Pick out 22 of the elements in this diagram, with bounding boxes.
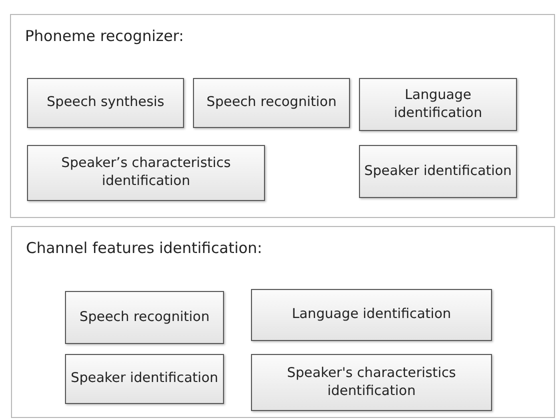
- box-label: Speech synthesis: [46, 94, 164, 112]
- panel-heading: Phoneme recognizer:: [25, 27, 184, 45]
- process-box: [359, 78, 517, 131]
- box-label: Speaker identification: [364, 162, 512, 180]
- box-label: Speech recognition: [206, 94, 336, 112]
- process-box: [65, 291, 224, 344]
- process-box: [193, 78, 350, 128]
- panel-heading: Channel features identification:: [26, 239, 262, 257]
- process-box: [65, 354, 224, 404]
- process-box: [27, 78, 184, 128]
- process-box: [359, 145, 517, 198]
- group-panel: [11, 226, 555, 418]
- process-box: [27, 145, 265, 201]
- process-box: [251, 289, 492, 341]
- process-box: [251, 354, 492, 411]
- box-label: Speaker's characteristics identification: [286, 364, 457, 400]
- box-label: Speaker identification: [70, 370, 218, 388]
- box-label: Language identification: [392, 86, 484, 122]
- box-label: Speech recognition: [80, 308, 210, 326]
- box-label: Language identification: [292, 306, 452, 324]
- box-label: Speaker’s characteristics identification: [60, 155, 232, 191]
- group-panel: [10, 14, 555, 218]
